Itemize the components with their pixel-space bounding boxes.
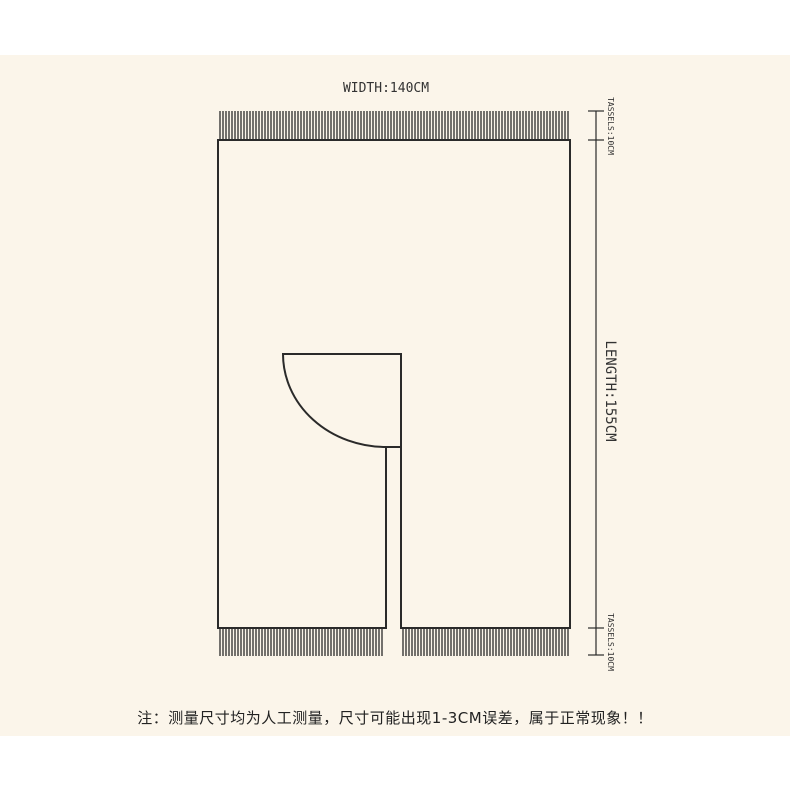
background-panel <box>0 55 790 736</box>
width-label: WIDTH:140CM <box>343 81 429 96</box>
quarter-circle-shape <box>281 353 402 448</box>
measurement-note: 注：测量尺寸均为人工测量，尺寸可能出现1-3CM误差，属于正常现象！！ <box>137 709 653 727</box>
top-tassels <box>219 111 569 140</box>
rug-outline <box>217 139 571 629</box>
bottom-tassels <box>219 628 569 656</box>
length-dimension-line <box>588 110 604 656</box>
tassels-bottom-label: TASSELS:10CM <box>606 613 615 671</box>
length-label: LENGTH:155CM <box>602 340 618 441</box>
tassels-top-label: TASSELS:10CM <box>606 97 615 155</box>
